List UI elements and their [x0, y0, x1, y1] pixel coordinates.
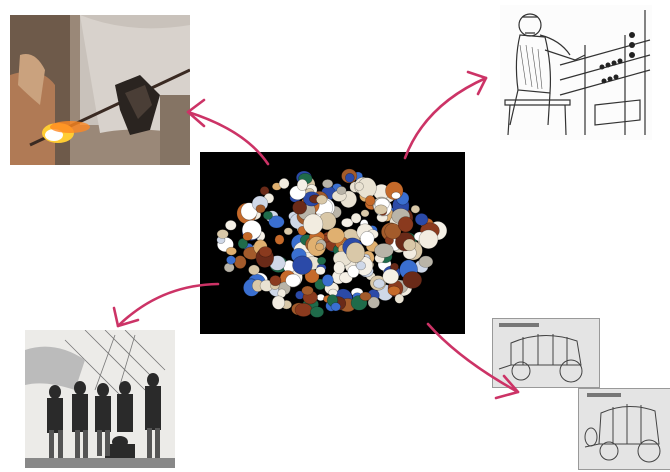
arrow-to-wagon-drawings [428, 324, 518, 392]
arrow-to-glassblowing [188, 112, 268, 164]
arrow-to-monk-engraving [405, 78, 486, 158]
arrow-to-slave-engraving [118, 284, 218, 326]
